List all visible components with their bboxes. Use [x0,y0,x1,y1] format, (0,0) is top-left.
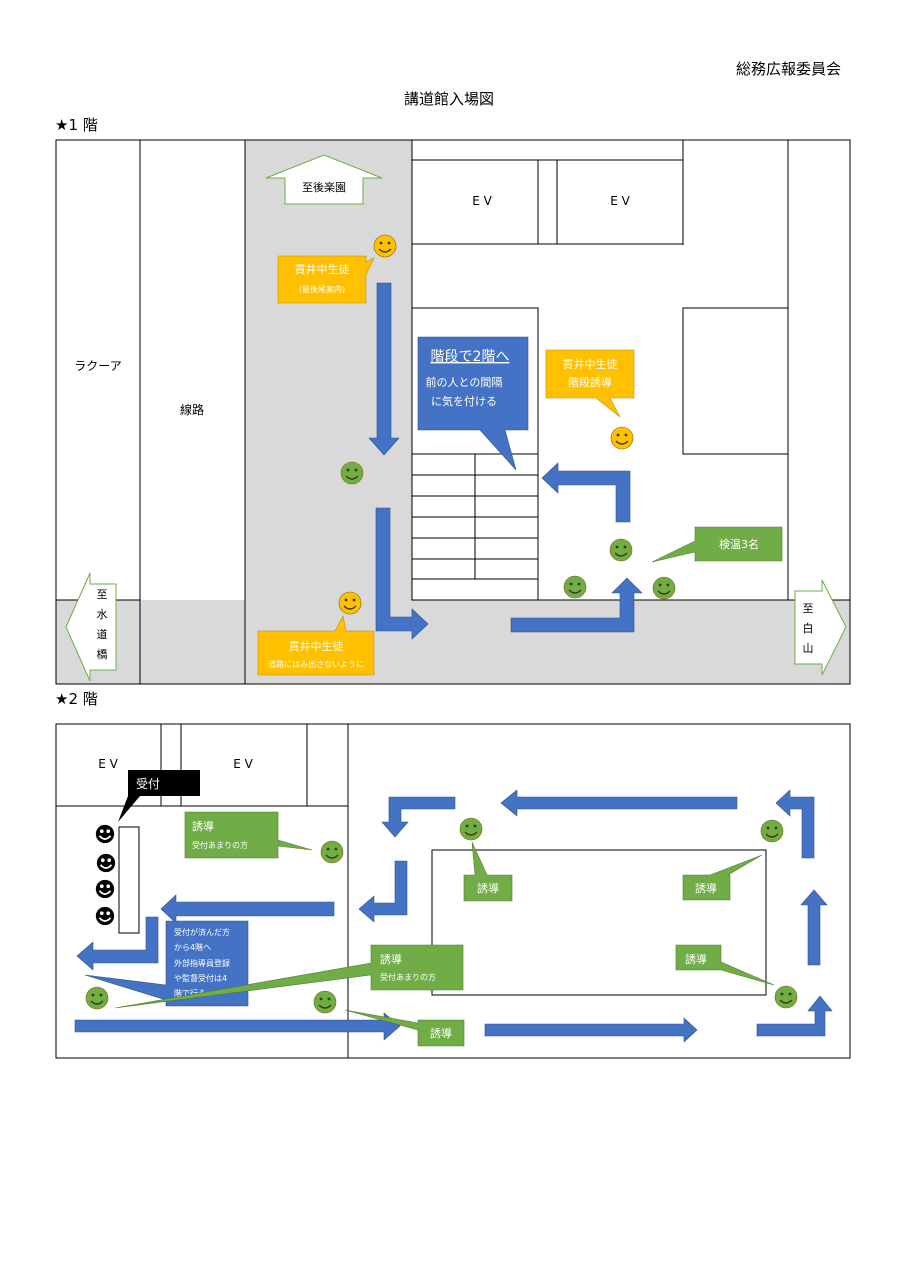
arrow-down-right [375,507,429,640]
smiley-green [320,840,344,864]
smiley-green [313,990,337,1014]
svg-text:や監督受付は4: や監督受付は4 [174,973,227,983]
floor2-flow-arrows [74,789,833,1043]
arrow-center-left [160,894,335,924]
callout-f2-guide-right-top: 誘導 [682,854,763,901]
svg-text:誘導: 誘導 [477,881,499,895]
arrow-right-up [800,889,828,966]
svg-text:前の人との間隔: 前の人との間隔 [426,375,503,389]
smiley-black [94,823,116,845]
room-f2-ev2: E V [233,757,253,771]
corridor-street [56,600,850,684]
arrow-center-down-left [358,860,408,923]
smiley-green [652,576,676,600]
room-ev2: E V [610,194,630,208]
smiley-green [609,538,633,562]
svg-text:受付あまりの方: 受付あまりの方 [380,972,436,982]
smiley-yellow [338,591,362,615]
svg-text:至後楽園: 至後楽園 [302,180,346,194]
svg-text:誘導: 誘導 [380,952,402,966]
svg-text:白: 白 [803,621,814,635]
svg-text:誘導: 誘導 [695,881,717,895]
callout-f2-guide-center: 誘導 受付あまりの方 [114,944,464,1009]
smiley-black [94,878,116,900]
arrow-top-left-down [381,796,456,838]
svg-text:貫井中生徒: 貫井中生徒 [295,262,350,276]
page-title: 講道館入場図 [404,90,495,108]
svg-text:至: 至 [97,588,108,601]
callout-stairs-guide: 貫井中生徒 階段誘導 [545,349,635,418]
smiley-yellow [610,426,634,450]
floor2-label: ★2 階 [55,690,98,708]
svg-text:山: 山 [803,642,814,655]
callout-stairs-blue: 階段で2階へ 前の人との間隔 に気を付ける [417,336,529,471]
svg-text:誘導: 誘導 [685,952,707,966]
arrow-bottom-right [484,1017,698,1043]
svg-text:誘導: 誘導 [192,819,214,833]
callout-f2-guide-right: 誘導 [675,944,775,986]
arrow-left-down [76,916,159,971]
svg-text:検温3名: 検温3名 [719,537,759,551]
svg-text:(最後尾案内): (最後尾案内) [299,284,345,294]
smiley-green [563,575,587,599]
arrow-down-corridor [368,282,400,456]
svg-text:誘導: 誘導 [430,1026,452,1040]
svg-text:から4階へ: から4階へ [174,942,211,952]
room-ev1: E V [472,194,492,208]
callout-f2-guide-top: 誘導 [463,841,513,902]
direction-korakuen-arrow: 至後楽園 [265,154,383,205]
arrow-up-left [541,462,631,523]
svg-text:階段で2階へ: 階段で2階へ [431,349,510,365]
smiley-green [459,817,483,841]
svg-text:道: 道 [97,627,108,641]
room-laqua: ラクーア [74,359,122,373]
floor1-flow-arrows [368,282,643,640]
arrow-bottom-up [756,995,833,1037]
floor1-label: ★1 階 [55,116,98,134]
committee-name: 総務広報委員会 [736,60,842,78]
svg-text:受付が済んだ方: 受付が済んだ方 [174,927,230,937]
floor1-plan [55,139,851,685]
smiley-green [760,819,784,843]
svg-text:貫井中生徒: 貫井中生徒 [289,639,344,653]
arrow-top-left [500,789,738,817]
callout-temp-check: 検温3名 [651,526,783,563]
direction-suidobashi-arrow: 至 水 道 橋 [65,572,117,682]
smiley-green [340,461,364,485]
arrow-right-up [510,577,643,633]
callout-f2-guide-left: 誘導 受付あまりの方 [184,811,313,859]
svg-text:外部指導員登録: 外部指導員登録 [174,958,230,968]
smiley-black [94,905,116,927]
svg-text:階で行う: 階で行う [174,988,206,998]
svg-text:水: 水 [97,608,108,621]
reception-label: 受付 [118,770,200,822]
room-f2-ev1: E V [98,757,118,771]
svg-text:受付あまりの方: 受付あまりの方 [192,840,248,850]
callout-f2-guide-bottom: 誘導 [344,1009,465,1047]
callout-f2-info-blue: 受付が済んだ方 から4階へ 外部指導員登録 や監督受付は4 階で行う [84,920,249,1007]
svg-text:受付: 受付 [136,777,160,791]
smiley-green [774,985,798,1009]
svg-text:に気を付ける: に気を付ける [431,394,497,408]
svg-text:橋: 橋 [97,647,108,661]
room-railway: 線路 [180,402,204,417]
svg-text:階段誘導: 階段誘導 [568,375,612,389]
callout-guide-top: 貫井中生徒 (最後尾案内) [277,255,375,304]
floor2-plan [55,723,851,1059]
direction-hakusan-arrow: 至 白 山 [794,579,847,676]
smiley-yellow [373,234,397,258]
smiley-green [85,986,109,1010]
svg-text:道路にはみ出さないように: 道路にはみ出さないように [268,659,364,669]
arrow-top-right [775,789,815,859]
svg-text:至: 至 [803,602,814,615]
svg-text:貫井中生徒: 貫井中生徒 [563,357,618,371]
arrow-bottom-left [74,1012,401,1041]
callout-guide-bottom: 貫井中生徒 道路にはみ出さないように [257,615,375,676]
smiley-black [95,852,117,874]
